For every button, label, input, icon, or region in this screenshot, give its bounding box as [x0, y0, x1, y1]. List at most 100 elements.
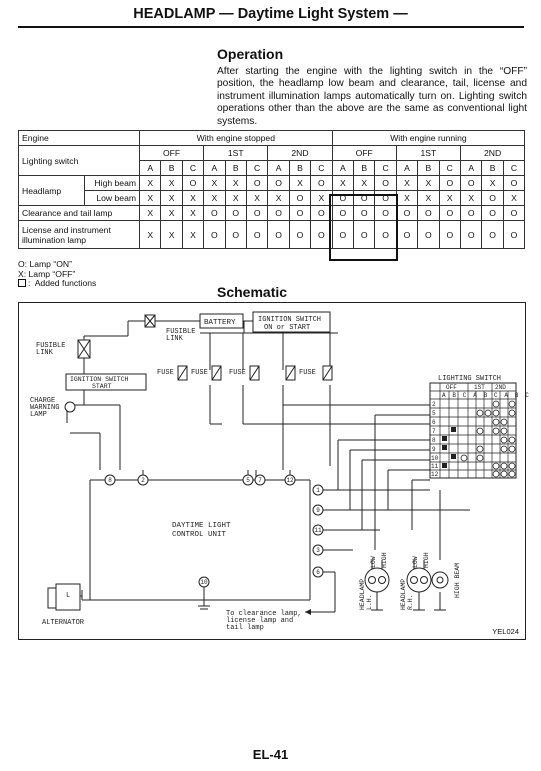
terminal-icon [242, 474, 254, 486]
ignition-start-box [65, 373, 147, 391]
high-label: HIGH [381, 552, 388, 568]
switch-contacts [460, 400, 516, 478]
fusible-link-label: FUSIBLE [166, 328, 195, 336]
legend-on: O: Lamp “ON” [18, 259, 72, 269]
rh-label: R.H. [407, 594, 414, 610]
dlcu-label: DAYTIME LIGHT [172, 522, 231, 530]
table-row: License and instrument illumination lamp… [17, 220, 526, 249]
legend: O: Lamp “ON” X: Lamp “OFF” : Added funct… [18, 259, 97, 289]
fusible-link-label2: LINK [166, 335, 184, 343]
ign-start-label: IGNITION SWITCH [70, 376, 129, 383]
schematic-diagram: FUSIBLE LINK BATTERY IGNITION SWITCH ON … [30, 311, 530, 632]
terminal-icon [254, 474, 266, 486]
fusible-left-label: FUSIBLE [36, 342, 65, 350]
fuse-label: FUSE [157, 369, 174, 377]
headlamp-rh-icon [406, 567, 432, 593]
ls-row-label: 11 [431, 463, 439, 470]
legend-added: : Added functions [18, 278, 97, 289]
added-contacts [442, 427, 456, 468]
terminal-icon [312, 524, 324, 536]
table-cell: X [160, 220, 183, 249]
alternator-icon [47, 587, 57, 609]
ign-on-label2: ON or START [264, 324, 310, 332]
diagram-code: YEL024 [492, 627, 519, 636]
charge-label3: LAMP [30, 411, 47, 419]
terminal-label: 2 [141, 477, 145, 484]
ignition-switch-box [252, 311, 331, 333]
terminal-icon [198, 576, 210, 588]
added-square-icon [18, 279, 26, 288]
ls-letters: A B C A B C A B C [442, 392, 530, 399]
clearance-note3: tail lamp [226, 624, 264, 632]
arrow-icon [305, 609, 311, 615]
page-number: EL-41 [252, 747, 289, 762]
charge-label: CHARGE [30, 397, 55, 405]
clearance-note: To clearance lamp, [226, 610, 302, 618]
alternator-body [55, 583, 81, 611]
terminal-label: 8 [108, 477, 112, 484]
ls-row-label: 6 [432, 419, 436, 426]
table-cell: O [245, 220, 269, 249]
ls-1st-label: 1ST [474, 384, 485, 391]
table-row: Lighting switch OFF 1ST 2ND OFF 1ST 2ND [17, 145, 526, 176]
header-rule [18, 26, 524, 28]
terminal-label: 7 [258, 477, 262, 484]
high-label: HIGH [423, 552, 430, 568]
charge-label2: WARNING [30, 404, 59, 412]
dlcu-label2: CONTROL UNIT [172, 531, 227, 539]
terminal-icon [312, 566, 324, 578]
operation-text: After starting the engine with the light… [217, 66, 527, 127]
headlamp-rh-label: HEADLAMP [400, 579, 407, 610]
terminal-icon [284, 474, 296, 486]
high-beam-indicator-icon [431, 571, 449, 589]
legend-off: X: Lamp “OFF” [18, 268, 76, 279]
terminal-icon [312, 544, 324, 556]
ls-row-label: 10 [431, 455, 439, 462]
fuse-group: FUSE FUSE FUSE FUSE [157, 365, 333, 381]
operation-table: Engine With engine stopped With engine r… [17, 130, 526, 249]
table-cell: O [502, 220, 526, 249]
terminal-label: 10 [200, 579, 208, 586]
charge-lamp-icon [64, 401, 76, 413]
alt-l-label: L [66, 592, 70, 600]
table-cell: X [288, 175, 312, 191]
schematic-title: Schematic [217, 284, 288, 300]
terminal-icon [137, 474, 149, 486]
table-cell: O [374, 220, 397, 249]
terminal-label: 12 [286, 477, 294, 484]
fuse-label: FUSE [299, 369, 316, 377]
headlamp-lh-label: HEADLAMP [359, 579, 366, 610]
ign-start-label2: START [92, 383, 112, 390]
ls-off-label: OFF [446, 384, 457, 391]
terminal-icon [312, 504, 324, 516]
ls-2nd-label: 2ND [495, 384, 506, 391]
table-cell: O [288, 220, 312, 249]
terminal-label: 3 [316, 547, 320, 554]
battery-box [199, 313, 244, 329]
page-header: HEADLAMP — Daytime Light System — [133, 6, 408, 22]
high-beam-label: HIGH BEAM [454, 563, 461, 598]
clearance-note2: license lamp and [226, 617, 293, 625]
legend-added-text: Added functions [34, 278, 97, 289]
ign-on-label: IGNITION SWITCH [258, 316, 321, 324]
license-label: License and instrument illumination lamp [17, 220, 141, 249]
ls-row-label: 9 [432, 446, 436, 453]
terminal-icon [312, 484, 324, 496]
ls-row-label: 12 [431, 471, 439, 478]
terminal-label: 11 [314, 527, 322, 534]
ls-row-label: 7 [432, 428, 436, 435]
terminal-icon [104, 474, 116, 486]
alternator-label: ALTERNATOR [42, 619, 85, 627]
fusible-left-label2: LINK [36, 349, 54, 357]
terminal-label: 9 [316, 507, 320, 514]
schematic-frame [18, 302, 526, 640]
terminal-label: 1 [316, 487, 320, 494]
fuse-label: FUSE [191, 369, 208, 377]
fuse-label: FUSE [229, 369, 246, 377]
ls-row-label: 8 [432, 437, 436, 444]
table-cell: O [203, 220, 226, 249]
